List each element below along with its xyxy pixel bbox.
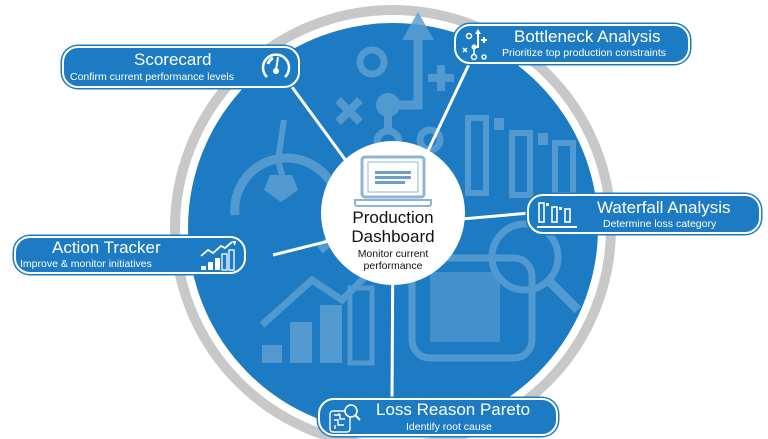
waterfall-chart-icon xyxy=(537,202,577,228)
center-subtitle-line2: performance xyxy=(363,260,423,272)
action-subtitle: Improve & monitor initiatives xyxy=(20,258,152,270)
circuit-magnifier-icon xyxy=(329,404,361,433)
node-waterfall[interactable]: Waterfall Analysis Determine loss catego… xyxy=(527,194,761,234)
watermark-trend-icon xyxy=(259,257,385,366)
watermark-circuit-icon xyxy=(408,220,582,362)
center-label: Production Dashboard Monitor current per… xyxy=(323,208,463,272)
strategy-play-icon xyxy=(462,29,487,61)
scorecard-title: Scorecard xyxy=(134,50,212,69)
scorecard-subtitle: Confirm current performance levels xyxy=(70,71,234,83)
laptop-icon xyxy=(354,155,432,207)
bottleneck-title: Bottleneck Analysis xyxy=(514,27,661,46)
watermark-icons xyxy=(230,12,582,366)
center-subtitle-line1: Monitor current xyxy=(357,248,429,260)
gauge-icon xyxy=(261,53,291,78)
center-title-line1: Production xyxy=(352,208,434,227)
trend-bars-icon xyxy=(200,241,236,271)
center-circle xyxy=(321,141,465,285)
waterfall-title: Waterfall Analysis xyxy=(597,198,731,217)
action-title: Action Tracker xyxy=(52,238,161,257)
node-action-tracker[interactable]: Action Tracker Improve & monitor initiat… xyxy=(14,236,246,274)
waterfall-subtitle: Determine loss category xyxy=(603,218,717,230)
bottleneck-subtitle: Prioritize top production constraints xyxy=(502,47,666,59)
pareto-title: Loss Reason Pareto xyxy=(376,400,531,419)
center-title-line2: Dashboard xyxy=(351,227,435,246)
node-loss-reason-pareto[interactable]: Loss Reason Pareto Identify root cause xyxy=(318,398,558,436)
node-bottleneck[interactable]: Bottleneck Analysis Prioritize top produ… xyxy=(454,24,690,64)
node-scorecard[interactable]: Scorecard Confirm current performance le… xyxy=(62,46,300,88)
pareto-subtitle: Identify root cause xyxy=(406,421,492,433)
